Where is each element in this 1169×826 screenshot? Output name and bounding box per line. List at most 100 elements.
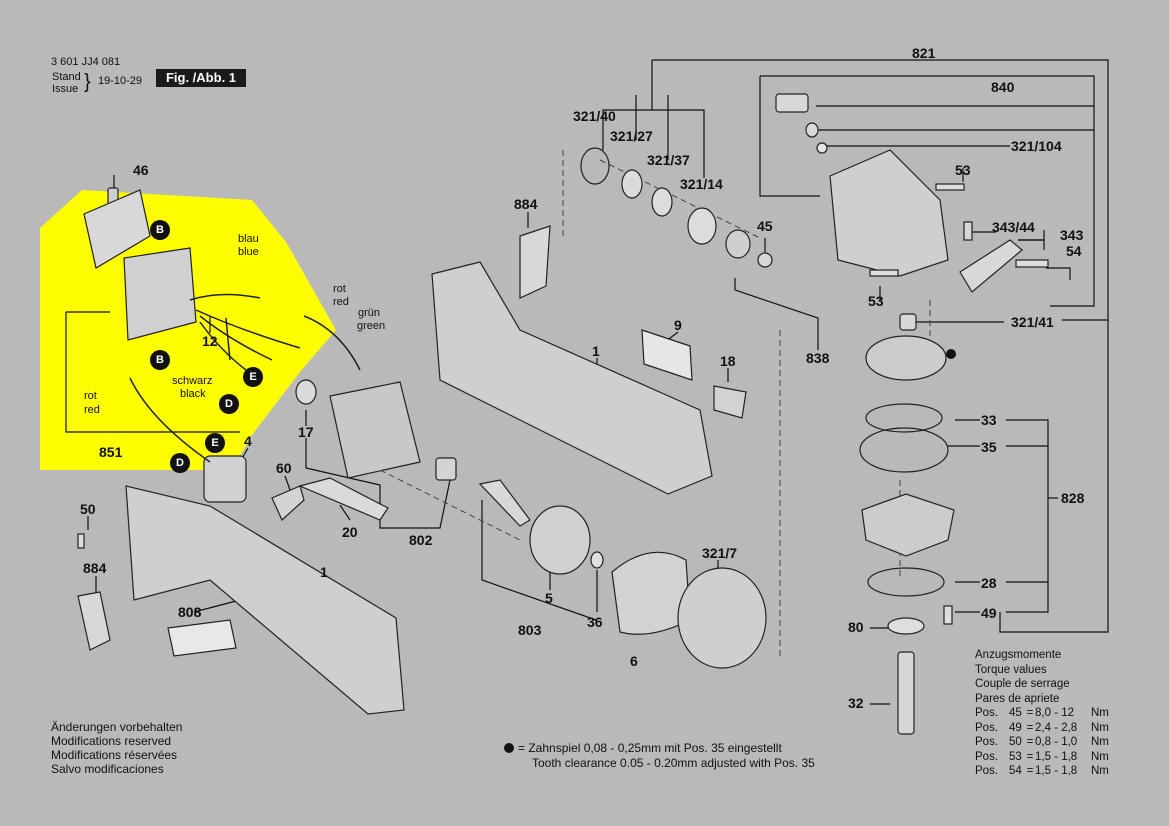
torque-item: 49 — [1009, 721, 1022, 734]
part-802: 802 — [409, 532, 433, 548]
wire-label-black: black — [180, 388, 206, 400]
wire-label-gruen: grün — [358, 307, 381, 319]
torque-title-en: Torque values — [975, 663, 1047, 676]
part-343: 343 — [1060, 227, 1084, 243]
wire-label-blue: blue — [238, 246, 259, 258]
torque-unit: Nm — [1091, 765, 1109, 777]
torque-pos: Pos. — [975, 736, 999, 748]
part-12: 12 — [202, 333, 218, 349]
part-9: 9 — [674, 317, 682, 333]
torque-title-es: Pares de apriete — [975, 692, 1060, 705]
torque-row: Pos. 54 = 1,5 - 1,8 Nm — [975, 764, 1109, 779]
part-321-40: 321/40 — [573, 108, 616, 124]
document-number: 3 601 JJ4 081 — [51, 56, 121, 68]
part-28: 28 — [981, 575, 997, 591]
wire-label-red-left: red — [84, 404, 100, 416]
torque-row: Pos. 45 = 8,0 - 12 Nm — [975, 706, 1109, 721]
leader-840 — [760, 75, 1095, 307]
connector-d-1: D — [219, 394, 239, 414]
connector-d-2: D — [170, 453, 190, 473]
part-803: 803 — [518, 622, 542, 638]
torque-item: 54 — [1009, 765, 1022, 777]
part-321-104: 321/104 — [1011, 138, 1062, 154]
part-1-lower: 1 — [320, 564, 328, 580]
torque-eq: = — [1026, 750, 1034, 763]
torque-value: 1,5 - 1,8 — [1035, 765, 1078, 777]
part-18: 18 — [720, 353, 736, 369]
wire-label-blau: blau — [238, 233, 259, 245]
leader-821 — [938, 59, 1109, 321]
note-tooth-en: Tooth clearance 0.05 - 0.20mm adjusted w… — [532, 756, 815, 770]
part-343-44: 343/44 — [992, 219, 1035, 235]
note-changes-es: Salvo modificaciones — [51, 762, 164, 776]
torque-unit: Nm — [1091, 707, 1109, 719]
part-884-lower: 884 — [83, 560, 107, 576]
part-45: 45 — [757, 218, 773, 234]
part-808: 808 — [178, 604, 202, 620]
part-321-37: 321/37 — [647, 152, 690, 168]
note-tooth-de: = Zahnspiel 0,08 - 0,25mm mit Pos. 35 ei… — [518, 741, 782, 755]
torque-item: 53 — [1009, 750, 1022, 763]
part-321-41: 321/41 — [1011, 314, 1054, 330]
torque-pos: Pos. — [975, 750, 999, 763]
part-60: 60 — [276, 460, 292, 476]
torque-pos: Pos. — [975, 721, 999, 734]
torque-unit: Nm — [1091, 736, 1109, 748]
part-54: 54 — [1066, 243, 1082, 259]
torque-row: Pos. 50 = 0,8 - 1,0 Nm — [975, 735, 1109, 750]
torque-table: Anzugsmomente Torque values Couple de se… — [975, 648, 1109, 779]
part-53-lower: 53 — [868, 293, 884, 309]
part-321-14: 321/14 — [680, 176, 723, 192]
part-32: 32 — [848, 695, 864, 711]
torque-title-fr: Couple de serrage — [975, 678, 1070, 690]
part-5: 5 — [545, 590, 553, 606]
wire-label-rot: rot — [333, 283, 346, 295]
torque-item: 45 — [1009, 707, 1022, 719]
torque-value: 8,0 - 12 — [1035, 707, 1074, 719]
torque-eq: = — [1026, 765, 1034, 777]
part-828: 828 — [1061, 490, 1085, 506]
part-838: 838 — [806, 350, 830, 366]
part-1-upper: 1 — [592, 343, 600, 359]
part-321-27: 321/27 — [610, 128, 653, 144]
note-changes-de: Änderungen vorbehalten — [51, 720, 183, 734]
torque-unit: Nm — [1091, 721, 1109, 734]
leader-54 — [1046, 267, 1071, 280]
part-20: 20 — [342, 524, 358, 540]
brace: } — [84, 71, 91, 93]
part-840: 840 — [991, 79, 1015, 95]
torque-title-de: Anzugsmomente — [975, 649, 1062, 661]
torque-pos: Pos. — [975, 765, 999, 777]
leader-828 — [1006, 419, 1049, 613]
torque-eq: = — [1026, 721, 1034, 734]
part-46: 46 — [133, 162, 149, 178]
wire-label-schwarz: schwarz — [172, 375, 213, 387]
torque-value: 1,5 - 1,8 — [1035, 750, 1078, 763]
torque-eq: = — [1026, 707, 1034, 719]
connector-b-2: B — [150, 350, 170, 370]
figure-label: Fig. /Abb. 1 — [156, 69, 246, 87]
wire-label-red: red — [333, 296, 349, 308]
part-80: 80 — [848, 619, 864, 635]
part-6: 6 — [630, 653, 638, 669]
torque-pos: Pos. — [975, 707, 999, 719]
connector-b-1: B — [150, 220, 170, 240]
torque-row: Pos. 53 = 1,5 - 1,8 Nm — [975, 750, 1109, 765]
part-53-upper: 53 — [955, 162, 971, 178]
torque-item: 50 — [1009, 736, 1022, 748]
torque-value: 0,8 - 1,0 — [1035, 736, 1078, 748]
note-changes-fr: Modifications réservées — [51, 748, 178, 762]
part-321-7: 321/7 — [702, 545, 738, 561]
wire-label-green: green — [357, 320, 386, 332]
highlight-area — [40, 190, 336, 470]
wire-label-rot-left: rot — [84, 390, 97, 402]
note-changes-en: Modifications reserved — [51, 734, 172, 748]
part-33: 33 — [981, 412, 997, 428]
connector-e-2: E — [205, 433, 225, 453]
torque-value: 2,4 - 2,8 — [1035, 721, 1078, 734]
part-49: 49 — [981, 605, 997, 621]
stand-label: Stand — [52, 71, 81, 83]
part-884-upper: 884 — [514, 196, 538, 212]
part-36: 36 — [587, 614, 603, 630]
